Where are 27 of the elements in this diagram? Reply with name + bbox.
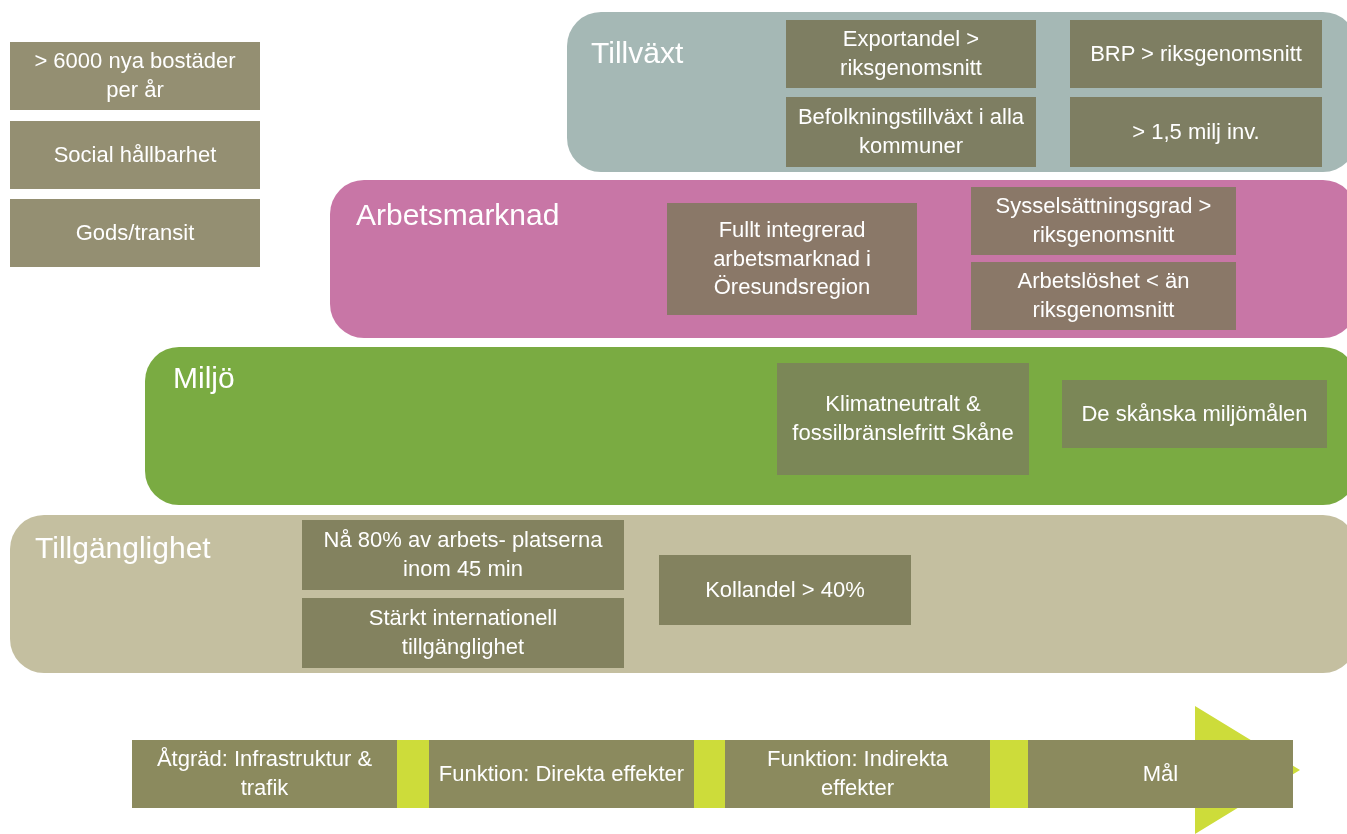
stage-box: Funktion: Indirekta effekter <box>725 740 990 808</box>
goal-box: Arbetslöshet < än riksgenomsnitt <box>971 262 1236 330</box>
goal-band <box>10 515 1347 673</box>
goal-box: Nå 80% av arbets- platserna inom 45 min <box>302 520 624 590</box>
goal-band <box>145 347 1347 505</box>
stage-box: Mål <box>1028 740 1293 808</box>
band-title: Tillgänglighet <box>35 531 211 565</box>
goal-box: Gods/transit <box>10 199 260 267</box>
band-title: Arbetsmarknad <box>356 198 560 232</box>
goal-box: Klimatneutralt & fossilbränslefritt Skåne <box>777 363 1029 475</box>
goal-box: Sysselsättningsgrad > riksgenomsnitt <box>971 187 1236 255</box>
goal-box: Stärkt internationell tillgänglighet <box>302 598 624 668</box>
goal-band <box>330 180 1347 338</box>
goal-box: Befolkningstillväxt i alla kommuner <box>786 97 1036 167</box>
goal-box: Fullt integrerad arbetsmarknad i Öresundsregion <box>667 203 917 315</box>
goal-box: Kollandel > 40% <box>659 555 911 625</box>
band-title: Tillväxt <box>591 36 684 70</box>
stage-box: Funktion: Direkta effekter <box>429 740 694 808</box>
stage-box: Åtgräd: Infrastruktur & trafik <box>132 740 397 808</box>
goal-box: Social hållbarhet <box>10 121 260 189</box>
goal-box: BRP > riksgenomsnitt <box>1070 20 1322 88</box>
goal-box: > 6000 nya bostäder per år <box>10 42 260 110</box>
band-title: Miljö <box>173 361 235 395</box>
goal-band <box>567 12 1347 172</box>
goal-box: De skånska miljömålen <box>1062 380 1327 448</box>
goal-box: > 1,5 milj inv. <box>1070 97 1322 167</box>
goal-box: Exportandel > riksgenomsnitt <box>786 20 1036 88</box>
